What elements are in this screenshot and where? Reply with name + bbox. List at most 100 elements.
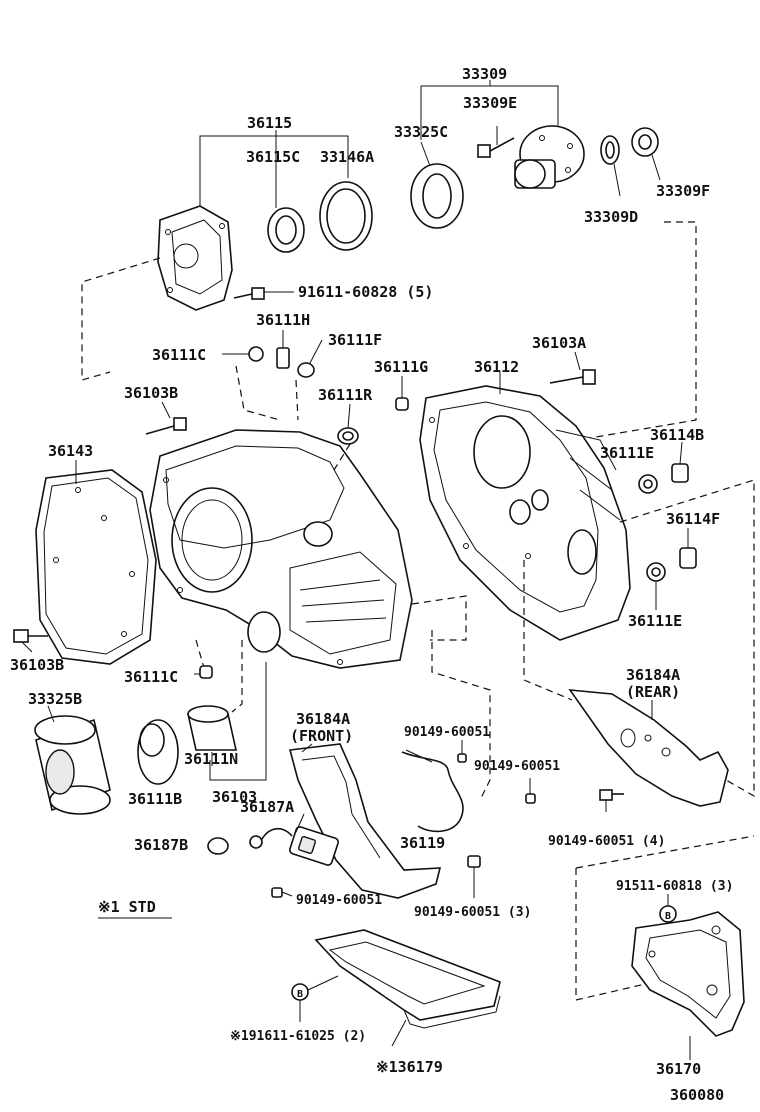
nut-36114f [679, 528, 697, 569]
label-36103a: 36103A [532, 334, 586, 352]
dashed-guide-right-mid [619, 479, 755, 798]
label-90149-60051-3: 90149-60051 (3) [414, 905, 531, 920]
leader-33309-bracket [420, 80, 559, 140]
label-36111e-top: 36111E [600, 444, 654, 462]
washer-36111e-top [638, 474, 658, 494]
dashed-guide-case-right [411, 595, 467, 641]
dashed-guide-36119 [431, 630, 491, 801]
label-36111r: 36111R [318, 386, 373, 404]
ring-33146a [319, 181, 373, 251]
bolt-90149-60051-3 [467, 855, 481, 898]
plug-36111c-top [222, 346, 264, 362]
washer-33309d [600, 135, 621, 197]
shaft-flange-33309 [514, 125, 585, 189]
seal-36115c [267, 207, 305, 253]
plug-36111h [276, 330, 290, 369]
label-33309e: 33309E [463, 94, 517, 112]
label-36187a: 36187A [240, 798, 294, 816]
sensor-36187a [249, 813, 340, 866]
label-36184a-rear: 36184A [626, 666, 680, 684]
label-91611-61025: ※191611-61025 (2) [230, 1029, 366, 1044]
label-90149-60051-c: 90149-60051 [296, 893, 382, 908]
label-36111e-bot: 36111E [628, 612, 682, 630]
seal-36187b [207, 837, 229, 855]
bolt-90149-60051-lower [271, 887, 293, 898]
label-36184a-rear-note: (REAR) [626, 683, 680, 701]
label-36112: 36112 [474, 358, 519, 376]
dashed-guide-right-top [589, 221, 697, 439]
case-36103 [149, 429, 413, 669]
label-36143: 36143 [48, 442, 93, 460]
label-36111g: 36111G [374, 358, 428, 376]
label-36184a-front-note: (FRONT) [290, 727, 353, 745]
dashed-guide-36111n [231, 640, 243, 713]
label-91511-60818: 91511-60818 (3) [616, 879, 733, 894]
label-36187b: 36187B [134, 836, 188, 854]
label-36111n: 36111N [184, 750, 238, 768]
label-33309f: 33309F [656, 182, 710, 200]
label-33325c: 33325C [394, 123, 448, 141]
leader-36115-bracket [199, 130, 349, 212]
dashed-guide-fittings [235, 365, 351, 471]
label-33325b: 33325B [28, 690, 82, 708]
label-36119: 36119 [400, 834, 445, 852]
plug-36111f [297, 339, 323, 378]
label-360080: 360080 [670, 1086, 724, 1104]
leader-36103 [209, 662, 267, 781]
plug-36111g [395, 376, 409, 411]
label-36103b-top: 36103B [124, 384, 178, 402]
label-90149-60051-b: 90149-60051 [474, 759, 560, 774]
label-36111h: 36111H [256, 311, 310, 329]
label-91611-60828: 91611-60828 (5) [298, 283, 433, 301]
wire-36119 [401, 749, 464, 833]
cover-36184a-rear [568, 689, 729, 807]
label-36115c: 36115C [246, 148, 300, 166]
seal-33325c [410, 141, 464, 229]
cover-36115 [157, 205, 233, 311]
bearing-36111b [137, 719, 179, 785]
washer-36111e-bot [646, 562, 666, 610]
bolt-36103b-top [145, 401, 187, 435]
svg-text:B: B [665, 911, 671, 922]
label-36111f: 36111F [328, 331, 382, 349]
label-36170: 36170 [656, 1060, 701, 1078]
label-90149-60051-a: 90149-60051 [404, 725, 490, 740]
bolt-33309e [477, 126, 515, 158]
sleeve-36111n [187, 705, 237, 766]
case-36112 [419, 372, 631, 641]
nut-33309f [631, 127, 661, 181]
label-90149-60051-4: 90149-60051 (4) [548, 834, 665, 849]
bolt-91611-60828 [233, 287, 294, 300]
label-36115: 36115 [247, 114, 292, 132]
bolt-36103a [549, 351, 596, 385]
label-36184a-front: 36184A [296, 710, 350, 728]
bolt-91511-60818: B [659, 894, 677, 923]
label-36111c-top: 36111C [152, 346, 206, 364]
plug-36111c-bot [194, 665, 213, 679]
labels: 33309 33309E 33325C 33309F 33309D 36115 … [10, 65, 733, 1104]
pan-36179 [314, 929, 501, 1047]
bolt-36103b-bot [13, 629, 48, 653]
label-36179: ※136179 [376, 1058, 443, 1076]
svg-text:B: B [297, 989, 303, 1000]
label-33146a: 33146A [320, 148, 374, 166]
dashed-guide-36111c-bot [195, 639, 205, 669]
bearing-33325b [34, 705, 111, 815]
label-36103b-bot: 36103B [10, 656, 64, 674]
label-33309: 33309 [462, 65, 507, 83]
label-36111b: 36111B [128, 790, 182, 808]
gasket-36143 [35, 460, 157, 665]
washer-36111r [337, 403, 359, 445]
bolts-90149-60051-upper [457, 740, 536, 804]
cover-36184a-front [288, 743, 442, 899]
legend-std-note: ※1 STD [98, 898, 156, 916]
bolt-90149-60051-rear [599, 789, 624, 812]
nut-36114b [671, 441, 689, 483]
skid-plate-36170 [631, 911, 745, 1060]
bolt-91611-61025: B [291, 975, 339, 1022]
label-33309d: 33309D [584, 208, 638, 226]
label-36111c-bot: 36111C [124, 668, 178, 686]
label-36103: 36103 [212, 788, 257, 806]
